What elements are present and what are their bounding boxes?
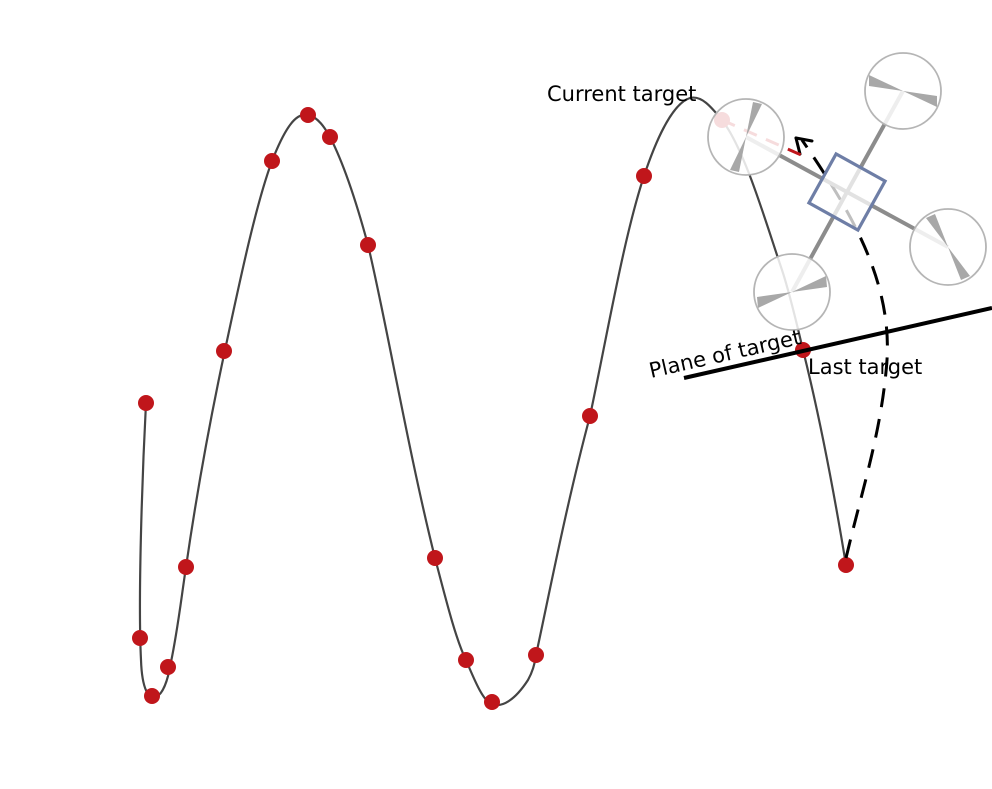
current-target-label: Current target xyxy=(547,82,696,106)
quadcopter-icon xyxy=(707,52,987,331)
last-target-label: Last target xyxy=(808,355,922,379)
waypoint-marker xyxy=(458,652,474,668)
waypoint-marker xyxy=(132,630,148,646)
rotor-front-right xyxy=(864,52,942,130)
waypoint-marker xyxy=(178,559,194,575)
target-plane-line xyxy=(683,306,992,380)
waypoint-marker xyxy=(160,659,176,675)
waypoint-marker xyxy=(264,153,280,169)
waypoint-marker xyxy=(484,694,500,710)
waypoint-marker xyxy=(216,343,232,359)
waypoint-marker xyxy=(582,408,598,424)
plane-of-target-label: Plane of target xyxy=(647,325,804,383)
rotor-rear-right xyxy=(909,208,987,286)
waypoint-marker xyxy=(322,129,338,145)
waypoint-marker xyxy=(144,688,160,704)
rotor-rear-left xyxy=(753,253,831,331)
flight-arrow-head xyxy=(794,136,814,156)
waypoints xyxy=(132,107,854,710)
drone-body xyxy=(806,151,888,233)
waypoint-marker xyxy=(636,168,652,184)
waypoint-marker xyxy=(528,647,544,663)
waypoint-marker xyxy=(138,395,154,411)
flight-path xyxy=(800,139,889,559)
waypoint-marker xyxy=(838,557,854,573)
waypoint-marker xyxy=(300,107,316,123)
rotor-front-left xyxy=(707,98,785,176)
lookahead-line xyxy=(721,118,809,160)
trajectory-curve xyxy=(138,96,848,707)
waypoint-marker xyxy=(360,237,376,253)
waypoint-marker xyxy=(427,550,443,566)
